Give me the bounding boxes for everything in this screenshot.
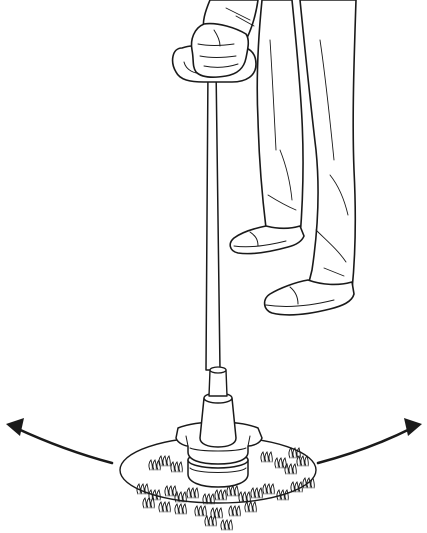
grass-tuft: [202, 493, 215, 505]
grass-tuft: [194, 505, 207, 517]
grass-tuft: [238, 491, 251, 503]
grass-tuft: [284, 463, 297, 475]
grass-tuft: [296, 455, 309, 467]
grass-tuft: [210, 507, 223, 519]
operator-legs: [229, 0, 357, 316]
grass-tuft: [250, 487, 263, 499]
grass-tuft: [276, 489, 289, 501]
grass-tuft: [262, 483, 275, 495]
grass-tuft: [148, 489, 161, 501]
curved-arrow-left-icon: [6, 418, 114, 465]
grass-tufts: [136, 447, 315, 531]
grass-tuft: [244, 501, 257, 513]
grass-tuft: [158, 455, 171, 467]
grass-tuft: [214, 489, 227, 501]
trimmer-head: [175, 366, 263, 488]
grass-tuft: [290, 481, 303, 493]
grass-tuft: [288, 447, 301, 459]
operator-hand: [190, 0, 259, 78]
grass-tuft: [158, 501, 171, 513]
trimmer-shaft: [205, 65, 221, 371]
grass-tuft: [260, 451, 273, 463]
curved-arrow-right-icon: [316, 418, 422, 465]
grass-tuft: [302, 477, 315, 489]
grass-tuft: [204, 515, 217, 527]
grass-tuft: [174, 503, 187, 515]
grass-tuft: [136, 483, 149, 495]
grass-tuft: [170, 461, 183, 473]
grass-tuft: [228, 505, 241, 517]
grass-tuft: [186, 487, 199, 499]
grass-tuft: [220, 519, 233, 531]
grass-tuft: [174, 491, 187, 503]
grass-tuft: [142, 497, 155, 509]
